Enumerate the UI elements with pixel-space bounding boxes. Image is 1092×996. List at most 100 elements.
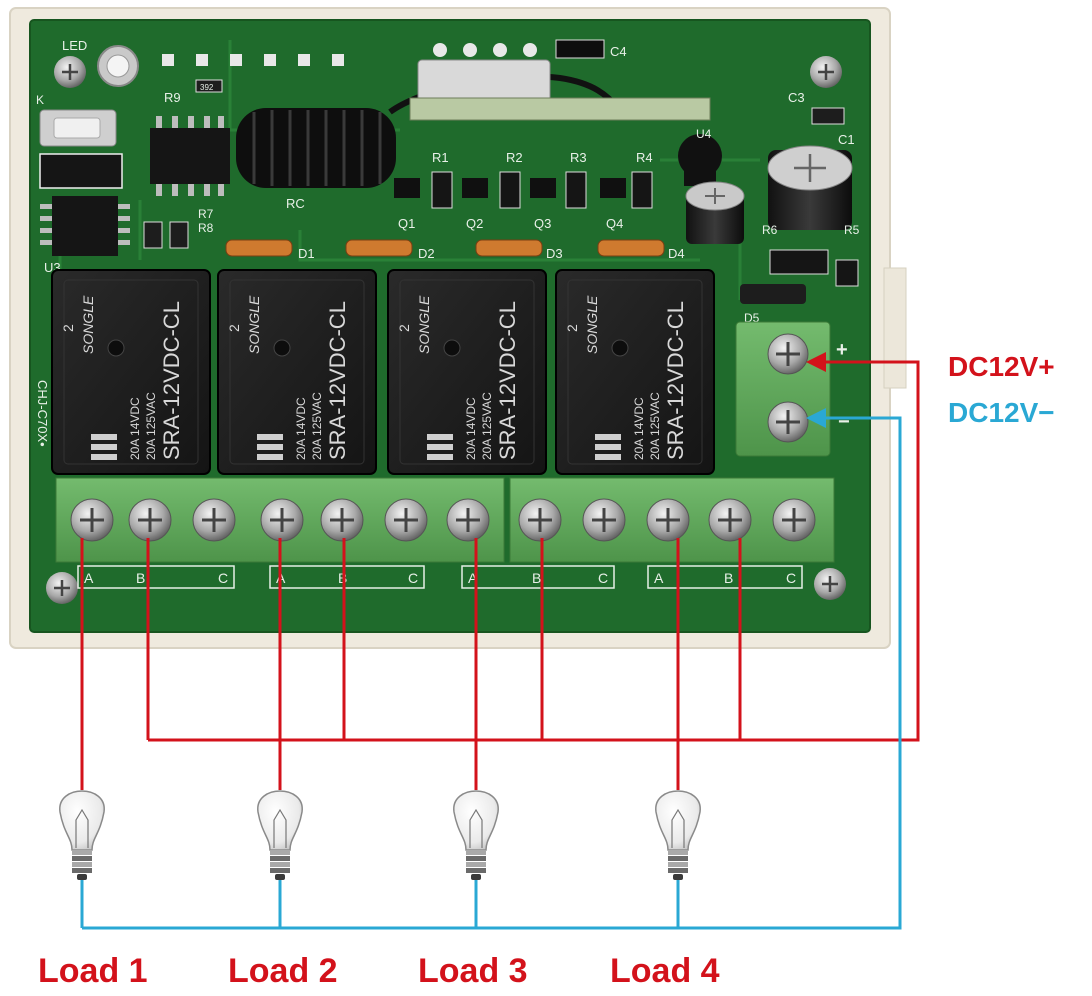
mount-screw-top-right xyxy=(810,56,842,88)
terminal-screw xyxy=(260,498,304,542)
ic-bridge xyxy=(39,153,123,189)
relay-face xyxy=(229,279,365,465)
terminal-screw xyxy=(320,498,364,542)
silk-r9: R9 xyxy=(164,90,181,105)
silk-r6: R6 xyxy=(762,223,778,237)
silk-c1: C1 xyxy=(838,132,855,147)
relay-rating-ac: 20A 125VAC xyxy=(480,392,494,460)
terminal-screw xyxy=(518,498,562,542)
lightbulb-icon xyxy=(453,790,499,880)
silk-q4: Q4 xyxy=(606,216,623,231)
relay-rating-dc: 20A 14VDC xyxy=(464,397,478,460)
relay-model: SRA-12VDC-CL xyxy=(325,301,350,460)
load-label-3: Load 3 xyxy=(418,952,528,990)
diode-d5 xyxy=(740,284,806,304)
silk-r5: R5 xyxy=(844,223,860,237)
output-terminal-screws xyxy=(70,498,816,542)
silk-led: LED xyxy=(62,38,87,53)
terminal-screw xyxy=(384,498,428,542)
relay-rating-dc: 20A 14VDC xyxy=(632,397,646,460)
relay-rating-dc: 20A 14VDC xyxy=(128,397,142,460)
silk-board-id: CHJ-C70X• xyxy=(35,380,50,447)
positive-bus-wire xyxy=(148,360,920,742)
terminal-screw xyxy=(446,498,490,542)
negative-return-wire xyxy=(82,416,902,930)
relay-brand: SONGLE xyxy=(80,295,96,354)
positive-arrow-head xyxy=(806,352,826,372)
wiring xyxy=(80,360,920,930)
terminal-label-c: C xyxy=(408,570,418,586)
terminal-screw xyxy=(708,498,752,542)
lightbulb-icon xyxy=(59,790,105,880)
relay-index: 2 xyxy=(226,324,242,332)
relay-brand: SONGLE xyxy=(246,295,262,354)
terminal-screw xyxy=(192,498,236,542)
silk-d1: D1 xyxy=(298,246,315,261)
pcb-plus-sign: + xyxy=(836,339,848,361)
smd-cap-b xyxy=(169,221,189,249)
capacitor-small xyxy=(685,181,745,244)
silk-q3: Q3 xyxy=(534,216,551,231)
led-indicator xyxy=(97,45,139,87)
mount-screw-top-left xyxy=(54,56,86,88)
terminal-label-c: C xyxy=(598,570,608,586)
relay-rating-dc: 20A 14VDC xyxy=(294,397,308,460)
silk-d4: D4 xyxy=(668,246,685,261)
load-label-2: Load 2 xyxy=(228,952,338,990)
relay-pin-mark xyxy=(611,339,629,357)
enclosure-side-tab xyxy=(883,267,907,389)
terminal-label-c: C xyxy=(786,570,796,586)
silk-r8: R8 xyxy=(198,221,214,235)
silk-r7: R7 xyxy=(198,207,214,221)
silk-d2: D2 xyxy=(418,246,435,261)
relay-rating-ac: 20A 125VAC xyxy=(144,392,158,460)
relay-body xyxy=(555,269,715,475)
silk-u4: U4 xyxy=(696,127,712,141)
relay-face xyxy=(567,279,703,465)
negative-arrow-head xyxy=(806,408,826,428)
relay-body xyxy=(217,269,377,475)
flyback-diode-row xyxy=(225,239,665,257)
smd-c4 xyxy=(555,39,605,59)
power-terminal-block xyxy=(735,321,831,457)
smd-cap-a xyxy=(143,221,163,249)
negative-supply-label: DC12V− xyxy=(948,397,1055,428)
pcb-minus-sign: − xyxy=(838,411,850,433)
transistor-row xyxy=(394,178,626,198)
silk-d3: D3 xyxy=(546,246,563,261)
songle-logo xyxy=(595,434,621,460)
relay-model: SRA-12VDC-CL xyxy=(495,301,520,460)
silk-rc: RC xyxy=(286,196,305,211)
ic-decoder xyxy=(150,116,230,196)
relay-face xyxy=(63,279,199,465)
mount-screw-bottom-left xyxy=(46,572,78,604)
silk-r4: R4 xyxy=(636,150,653,165)
relay-brand: SONGLE xyxy=(416,295,432,354)
capacitor-large xyxy=(767,145,853,230)
lightbulb-icon xyxy=(655,790,701,880)
load-label-1: Load 1 xyxy=(38,952,148,990)
power-arrows xyxy=(806,352,826,428)
silk-q1: Q1 xyxy=(398,216,415,231)
relay-model: SRA-12VDC-CL xyxy=(159,301,184,460)
terminal-label-c: C xyxy=(218,570,228,586)
relay-rating-ac: 20A 125VAC xyxy=(648,392,662,460)
relay-index: 2 xyxy=(396,324,412,332)
silk-c3: C3 xyxy=(788,90,805,105)
terminal-label-a: A xyxy=(654,570,664,586)
silk-smd-392: 392 xyxy=(200,83,214,92)
smd-r5 xyxy=(769,249,829,275)
terminal-screw xyxy=(128,498,172,542)
positive-supply-label: DC12V+ xyxy=(948,351,1055,382)
songle-logo xyxy=(257,434,283,460)
relay-brand: SONGLE xyxy=(584,295,600,354)
relay-rating-ac: 20A 125VAC xyxy=(310,392,324,460)
